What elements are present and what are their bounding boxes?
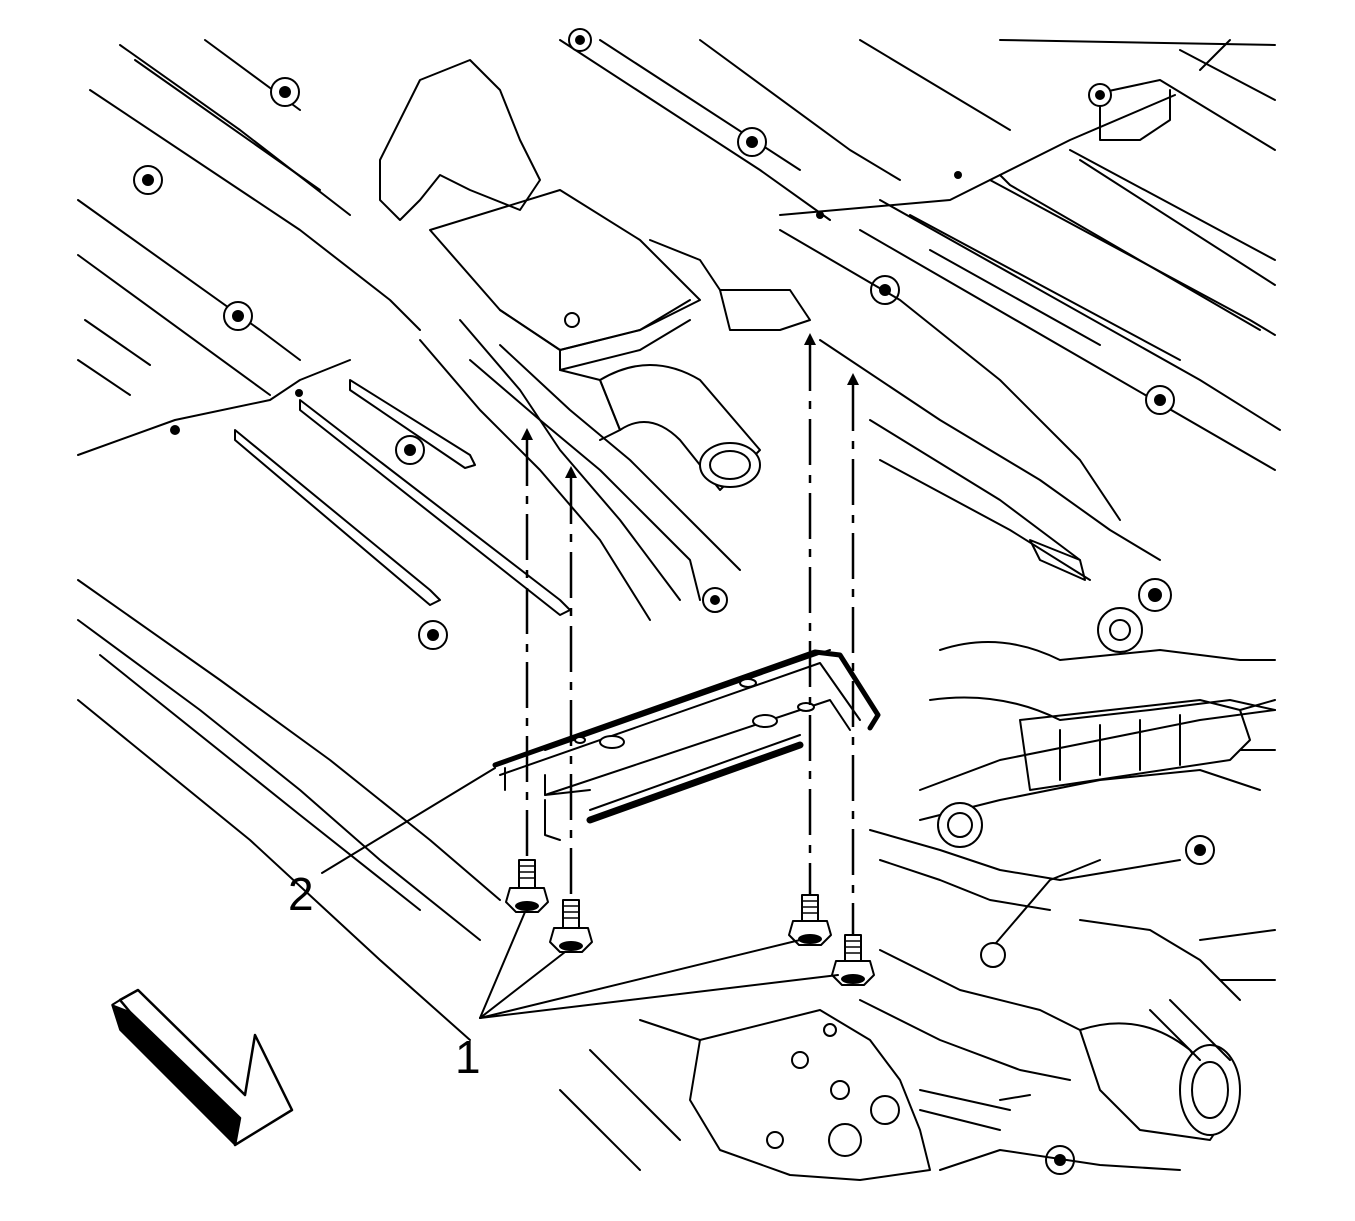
lower-floor-panel <box>559 1009 1181 1181</box>
bolt <box>831 934 875 986</box>
alignment-lines <box>521 333 859 935</box>
front-direction-arrow-icon <box>111 988 294 1147</box>
leader-lines <box>321 767 839 1019</box>
callout-1: 1 <box>455 1031 481 1083</box>
floor-fasteners <box>133 28 1215 1175</box>
bolt <box>788 894 832 946</box>
rear-suspension <box>859 607 1276 1141</box>
bolt <box>549 899 593 953</box>
bolt <box>505 859 549 913</box>
exhaust-heat-shield <box>379 59 1161 621</box>
bolts-part-1 <box>505 859 875 986</box>
bracket-part-2 <box>492 649 881 841</box>
callout-2: 2 <box>288 868 314 920</box>
floor-panels <box>77 39 1281 1041</box>
